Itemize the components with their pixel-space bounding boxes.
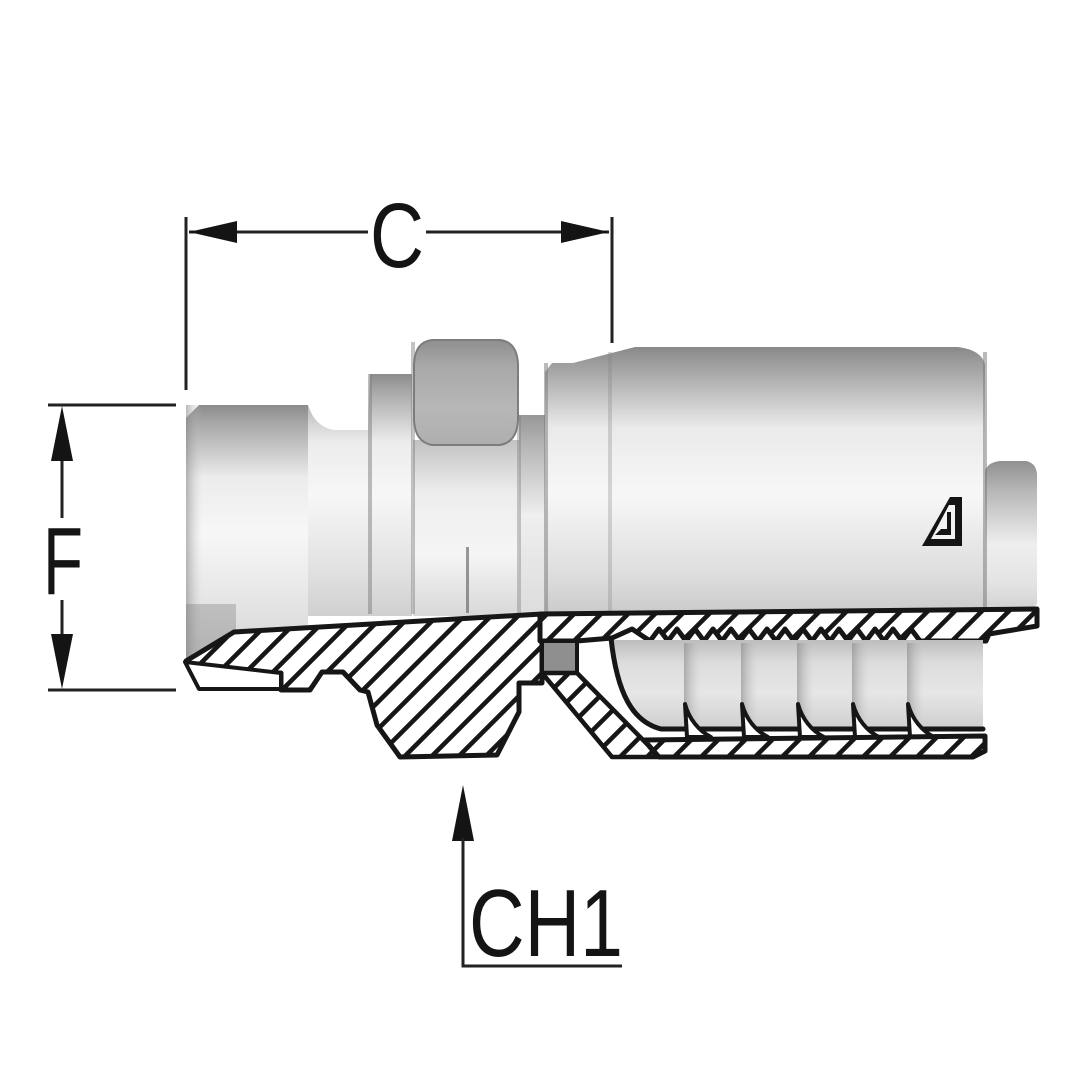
edge-shade-hex-left	[411, 342, 415, 614]
ferrule-body	[545, 347, 985, 616]
arrowhead-right	[561, 221, 609, 243]
edge-shade-hex-right	[517, 415, 521, 614]
dimensions	[48, 217, 622, 968]
arrowhead-up	[51, 406, 73, 461]
callout-ch1	[452, 785, 622, 968]
cut-corner-shade	[186, 604, 236, 661]
inner-collar-section	[540, 639, 579, 675]
edge-shade-collar	[368, 374, 372, 614]
thread-relief-strip	[183, 660, 283, 691]
arrowhead-left	[189, 221, 237, 243]
ferrule-shell-section	[537, 606, 1040, 644]
fitting-body	[186, 339, 1037, 664]
ferrule-bottom-shell-section	[641, 733, 988, 760]
hex-nut-face	[413, 339, 519, 446]
edge-shade-ferrule	[608, 352, 612, 614]
thread-cylinder	[186, 405, 308, 664]
manufacturer-logo-icon	[922, 497, 962, 546]
dimension-c-label: C	[370, 185, 424, 287]
dimension-ch1-label: CH1	[469, 870, 623, 977]
groove-collar	[308, 374, 412, 616]
teeth-bottom-edge	[608, 635, 986, 732]
hose-tail	[985, 461, 1037, 613]
dimension-f	[48, 403, 176, 692]
cut-plane-edge	[466, 547, 469, 613]
tooth-groove-shade	[741, 643, 764, 727]
arrowhead-down	[51, 634, 73, 689]
cross-section	[183, 606, 1040, 760]
arrowhead-up	[452, 785, 474, 841]
dimension-c	[184, 217, 614, 390]
edge-shade-ferrule-collar	[544, 363, 548, 614]
tooth-groove-shade	[907, 643, 930, 727]
neck	[519, 415, 546, 616]
tooth-groove-shade	[852, 643, 875, 727]
tooth-groove-shade	[797, 643, 820, 727]
tooth-groove-shade	[684, 643, 707, 727]
edge-shade-tail	[983, 352, 987, 612]
dimension-f-label: F	[43, 508, 83, 615]
thread-cylinder-edge-shade	[186, 405, 202, 663]
leader-line	[461, 838, 622, 968]
